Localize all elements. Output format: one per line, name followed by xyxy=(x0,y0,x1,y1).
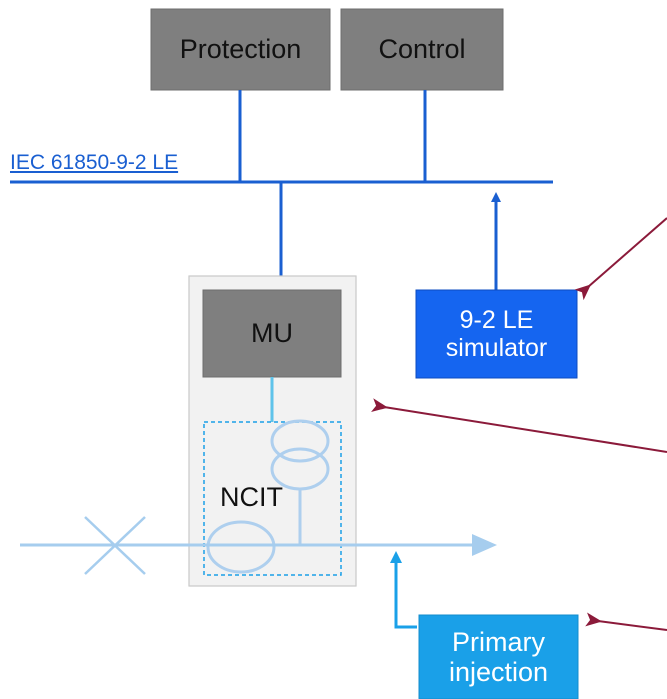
simulator-label: 9-2 LE simulator xyxy=(416,290,577,378)
ncit-coil-icon xyxy=(206,419,330,574)
pointer-arrow-injection xyxy=(585,612,667,631)
primary-injection-line2: injection xyxy=(448,657,549,687)
bus-label: IEC 61850-9-2 LE xyxy=(10,151,179,174)
injection-path xyxy=(390,551,417,629)
mu-box xyxy=(202,289,342,378)
control-box xyxy=(340,8,504,91)
control-label: Control xyxy=(378,34,466,65)
pointer-arrow-ncit xyxy=(371,398,667,453)
circuit-breaker-icon xyxy=(84,516,146,575)
protection-label: Protection xyxy=(179,34,302,65)
primary-injection-box xyxy=(418,614,579,699)
simulator-label-line2: simulator xyxy=(445,334,548,362)
pointer-arrow-simulator xyxy=(574,217,667,301)
ncit-label: NCIT xyxy=(220,481,283,512)
ncit-dashed-box xyxy=(203,421,342,576)
primary-injection-line1: Primary xyxy=(452,626,545,657)
protection-box xyxy=(150,8,331,91)
simulator-label-line1: 9-2 LE xyxy=(459,306,534,334)
primary-injection-label: Primary injection xyxy=(419,615,578,699)
simulator-box xyxy=(415,289,578,379)
primary-line-arrowhead xyxy=(472,534,497,556)
mu-label: MU xyxy=(251,318,293,349)
